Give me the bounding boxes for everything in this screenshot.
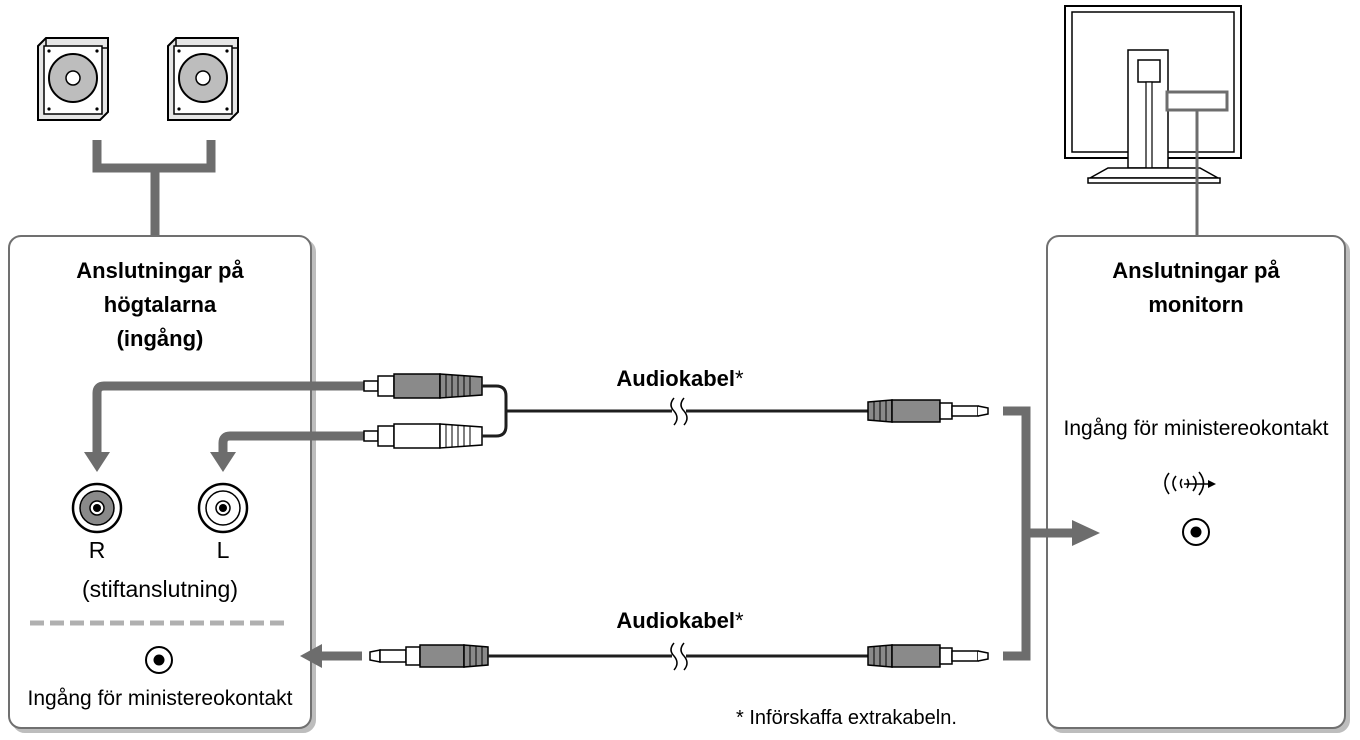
rca-jack-l: [197, 482, 249, 534]
bottom-cable-name: Audiokabel: [616, 608, 735, 633]
rca-jack-r: [71, 482, 123, 534]
bottom-cable-asterisk: *: [735, 608, 744, 633]
monitor-icon: [1064, 5, 1242, 184]
speaker-box-title-line3: (ingång): [116, 326, 204, 351]
mini-plug-top: [867, 399, 989, 423]
rca-plug-r: [363, 373, 483, 399]
top-cable-asterisk: *: [735, 366, 744, 391]
mini-jack-monitor: [1182, 518, 1210, 546]
monitor-box-title-line2: monitorn: [1148, 292, 1244, 317]
mini-plug-bottom-left: [369, 644, 489, 668]
speaker-box-title-line1: Anslutningar på: [76, 258, 244, 283]
speaker-icon: [167, 37, 239, 121]
top-cable-name: Audiokabel: [616, 366, 735, 391]
bottom-cable-label: Audiokabel*: [560, 608, 800, 634]
mini-plug-bottom-right: [867, 644, 989, 668]
speaker-icon: [37, 37, 109, 121]
monitor-box-title: Anslutningar på monitorn: [1047, 254, 1345, 322]
speaker-box-title: Anslutningar på högtalarna (ingång): [9, 254, 311, 356]
mini-jack-speaker: [145, 646, 173, 674]
rca-plug-l: [363, 423, 483, 449]
speaker-box-title-line2: högtalarna: [103, 292, 217, 317]
top-cable-label: Audiokabel*: [560, 366, 800, 392]
pin-connection-label: (stiftanslutning): [82, 576, 238, 602]
speaker-input-box: [8, 235, 312, 729]
speaker-mini-input-label: Ingång för ministereokontakt: [27, 687, 293, 710]
monitor-box-title-line1: Anslutningar på: [1112, 258, 1280, 283]
footnote: * Införskaffa extrakabeln.: [736, 707, 957, 729]
jack-l-label: L: [216, 537, 230, 563]
audio-in-icon: [1164, 471, 1216, 496]
jack-r-label: R: [88, 537, 106, 563]
monitor-mini-input-label: Ingång för ministereokontakt: [1063, 417, 1329, 440]
